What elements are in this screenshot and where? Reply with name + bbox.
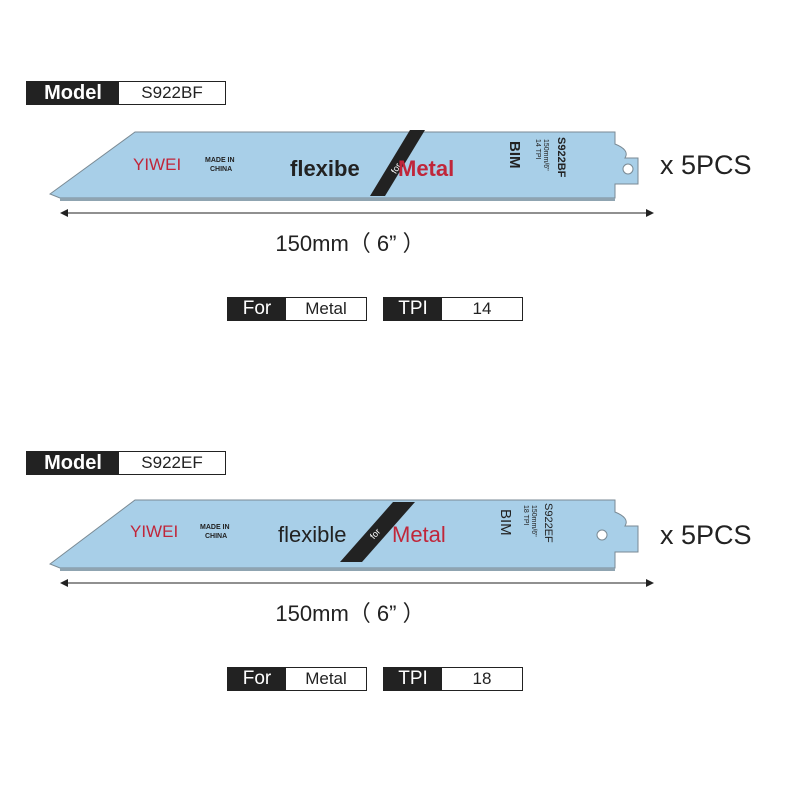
quantity: x 5PCS bbox=[660, 150, 752, 180]
blade-name-right: Metal bbox=[392, 522, 446, 547]
dimension-arrow bbox=[60, 579, 654, 587]
blade-material: BIM bbox=[506, 141, 523, 169]
tpi-spec: TPI 14 bbox=[383, 297, 523, 321]
blade-code: S922BF bbox=[555, 137, 567, 178]
for-spec: For Metal bbox=[227, 297, 367, 321]
for-key: For bbox=[228, 298, 286, 320]
model-label: Model S922BF bbox=[26, 81, 226, 105]
tpi-spec: TPI 18 bbox=[383, 667, 523, 691]
product-s922ef: Model S922EF YIWEI MADE IN CHINA flexibl… bbox=[0, 370, 800, 691]
quantity: x 5PCS bbox=[660, 520, 752, 550]
model-value: S922EF bbox=[119, 452, 225, 474]
blade-name-left: flexible bbox=[278, 522, 346, 547]
blade-code-sub2: 14 TPI bbox=[534, 139, 541, 160]
blade-brand: YIWEI bbox=[130, 522, 178, 541]
blade-made-in-line1: MADE IN bbox=[200, 524, 230, 531]
model-key: Model bbox=[27, 82, 119, 104]
tpi-value: 18 bbox=[442, 668, 522, 690]
tpi-key: TPI bbox=[384, 668, 442, 690]
for-spec: For Metal bbox=[227, 667, 367, 691]
blade-code-sub1: 150mm/6" bbox=[542, 139, 549, 171]
model-key: Model bbox=[27, 452, 119, 474]
for-key: For bbox=[228, 668, 286, 690]
blade-name-right: Metal bbox=[398, 156, 454, 181]
length-label: 150mm（ 6” ） bbox=[275, 601, 425, 626]
tpi-key: TPI bbox=[384, 298, 442, 320]
for-value: Metal bbox=[286, 668, 366, 690]
blade-for-word: for bbox=[389, 161, 403, 175]
blade-brand: YIWEI bbox=[133, 155, 181, 174]
blade-code-sub2: 18 TPI bbox=[522, 505, 529, 526]
blade-made-in-line1: MADE IN bbox=[205, 157, 235, 164]
blade-code-sub1: 150mm/6" bbox=[530, 505, 537, 537]
blade-name-left: flexibe bbox=[290, 156, 360, 181]
saw-blade-image: YIWEI MADE IN CHINA flexible for Metal B… bbox=[48, 499, 639, 571]
product-s922bf: Model S922BF YIWEI MADE IN CHINA flexibe… bbox=[0, 0, 800, 321]
blade-material: BIM bbox=[497, 509, 514, 536]
for-value: Metal bbox=[286, 298, 366, 320]
model-value: S922BF bbox=[119, 82, 225, 104]
blade-made-in-line2: CHINA bbox=[205, 533, 227, 540]
model-label: Model S922EF bbox=[26, 451, 226, 475]
tpi-value: 14 bbox=[442, 298, 522, 320]
blade-code: S922EF bbox=[542, 503, 554, 543]
saw-blade-image: YIWEI MADE IN CHINA flexibe for Metal BI… bbox=[48, 130, 639, 201]
length-label: 150mm（ 6” ） bbox=[275, 231, 425, 256]
dimension-arrow bbox=[60, 209, 654, 217]
blade-made-in-line2: CHINA bbox=[210, 166, 232, 173]
